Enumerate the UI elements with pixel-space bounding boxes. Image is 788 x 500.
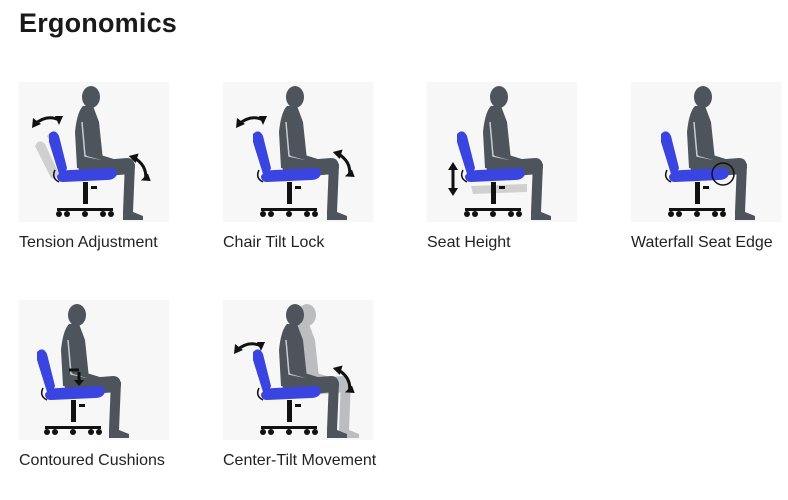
feature-label: Center-Tilt Movement: [223, 452, 377, 469]
chair-tilt-lock-icon: [223, 82, 373, 222]
waterfall-seat-edge-icon: [631, 82, 781, 222]
center-tilt-movement-icon: [223, 300, 373, 440]
feature-label: Chair Tilt Lock: [223, 234, 325, 251]
page-title: Ergonomics: [19, 8, 178, 38]
feature-center-tilt-movement: Center-Tilt Movement: [223, 300, 423, 500]
feature-label: Contoured Cushions: [19, 452, 165, 469]
feature-chair-tilt-lock: Chair Tilt Lock: [223, 82, 423, 282]
feature-label: Tension Adjustment: [19, 234, 158, 251]
feature-tension-adjustment: Tension Adjustment: [19, 82, 219, 282]
tension-adjustment-icon: [19, 82, 169, 222]
feature-contoured-cushions: Contoured Cushions: [19, 300, 219, 500]
feature-waterfall-seat-edge: Waterfall Seat Edge: [631, 82, 788, 282]
feature-label: Seat Height: [427, 234, 511, 251]
feature-label: Waterfall Seat Edge: [631, 234, 773, 251]
feature-seat-height: Seat Height: [427, 82, 627, 282]
seat-height-icon: [427, 82, 577, 222]
contoured-cushions-icon: [19, 300, 169, 440]
